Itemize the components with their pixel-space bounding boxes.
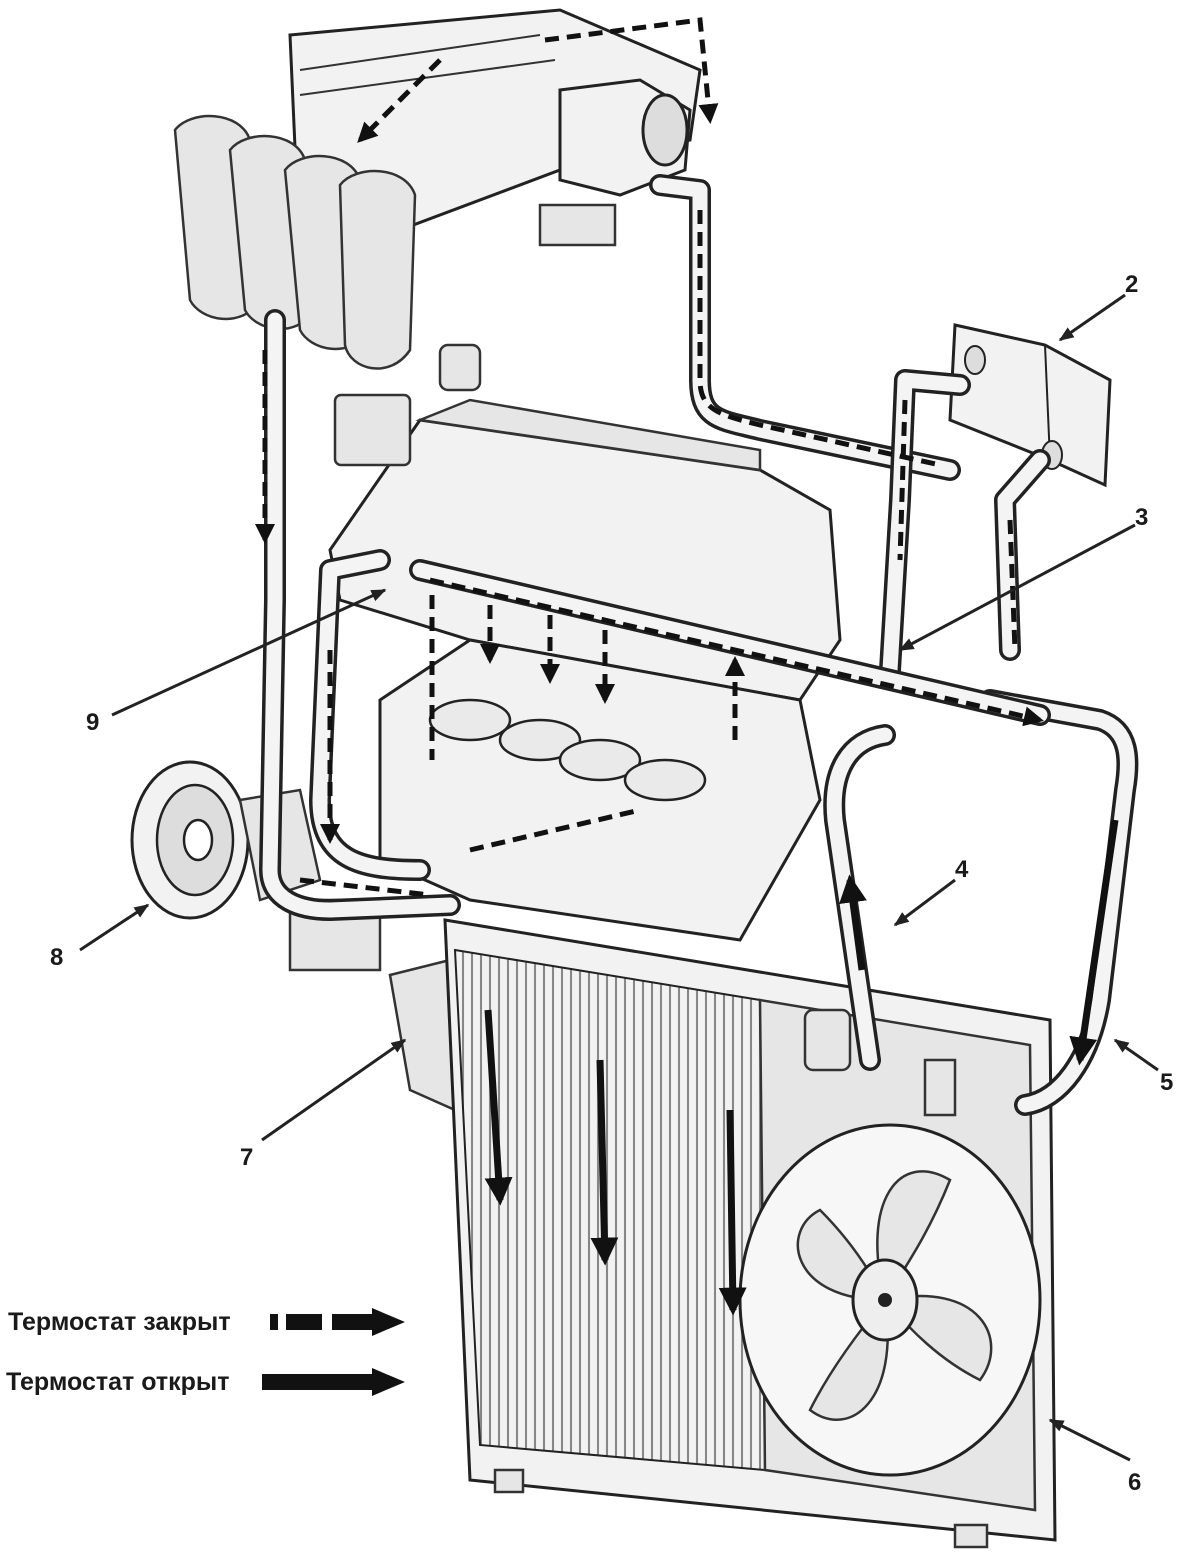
callout-4: 4 — [955, 856, 969, 883]
callout-5: 5 — [1160, 1069, 1173, 1096]
coolant-hoses — [259, 174, 1139, 1116]
callout-labels: 2 3 4 5 6 7 8 9 — [50, 271, 1173, 1496]
legend-open-label: Термостат открыт — [6, 1368, 230, 1396]
callout-8: 8 — [50, 944, 63, 971]
legend-open-arrow — [262, 1368, 405, 1396]
throttle-body — [538, 78, 692, 247]
heater-core — [948, 323, 1112, 488]
callout-2: 2 — [1125, 271, 1138, 298]
intake-manifold — [173, 8, 702, 370]
callout-9: 9 — [86, 709, 99, 736]
flow-arrows — [255, 17, 1119, 1316]
callout-3: 3 — [1135, 504, 1148, 531]
callout-6: 6 — [1128, 1469, 1141, 1496]
legend-closed-label: Термостат закрыт — [8, 1308, 231, 1336]
callout-7: 7 — [240, 1144, 253, 1171]
engine-block — [328, 343, 842, 942]
cooling-fan — [738, 1123, 1042, 1477]
legend-closed-arrow — [270, 1308, 405, 1336]
thermostat-housing — [288, 898, 457, 1112]
callout-leaders — [79, 293, 1159, 1462]
legend: Термостат закрыт Термостат открыт — [6, 1308, 405, 1396]
